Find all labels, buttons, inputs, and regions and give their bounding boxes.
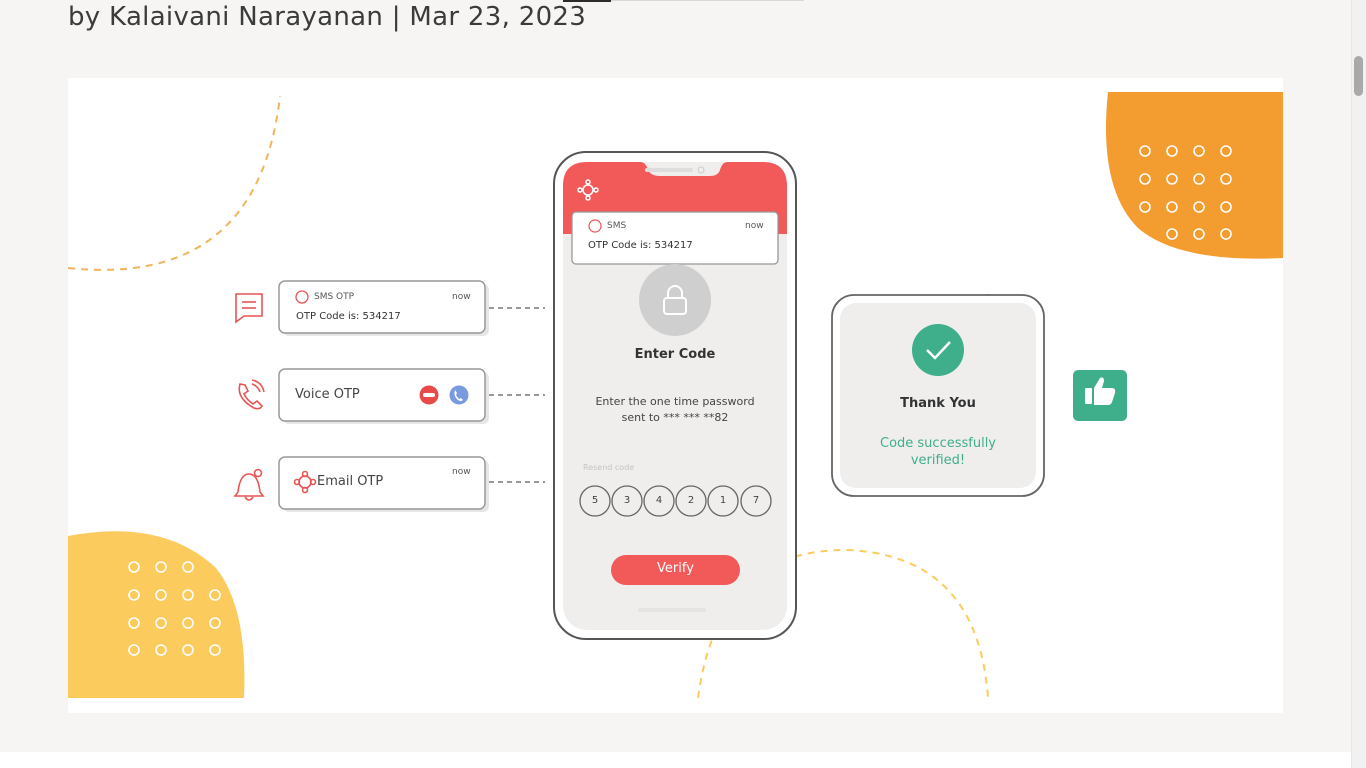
otp-illustration: [68, 92, 1283, 699]
otp-digit: 7: [752, 495, 760, 506]
progress-track: [611, 0, 804, 1]
scrollbar[interactable]: [1351, 0, 1366, 768]
post-date: Mar 23, 2023: [409, 2, 587, 32]
success-line-1: Code successfully: [880, 436, 996, 451]
otp-digit: 1: [719, 495, 727, 506]
phone-icon: [238, 379, 265, 410]
sms-card-message: OTP Code is: 534217: [296, 311, 401, 322]
otp-digit: 2: [687, 495, 695, 506]
byline-separator: |: [391, 2, 401, 32]
phone-notification-message: OTP Code is: 534217: [588, 240, 693, 251]
voice-card-label: Voice OTP: [295, 387, 360, 402]
email-card-time: now: [452, 467, 471, 477]
scrollbar-thumb[interactable]: [1354, 56, 1363, 96]
flower-logo-icon: [293, 470, 317, 494]
phone-instruction-2: sent to *** *** **82: [621, 411, 729, 424]
message-icon: [235, 293, 263, 324]
email-card-label: Email OTP: [317, 474, 384, 489]
otp-digit: 4: [655, 495, 663, 506]
author-link[interactable]: by Kalaivani Narayanan: [68, 2, 384, 32]
otp-digit: 3: [623, 495, 631, 506]
yellow-blob: [68, 531, 245, 698]
resend-code-link: Resend code: [583, 463, 635, 472]
phone-notification-app: SMS: [607, 221, 627, 231]
thumbs-up-icon: [1085, 377, 1116, 405]
featured-image: SMS OTP now OTP Code is: 534217 Voice OT…: [68, 78, 1283, 713]
success-title: Thank You: [900, 396, 976, 411]
success-line-2: verified!: [910, 453, 966, 468]
sms-card-app: SMS OTP: [314, 292, 355, 302]
bell-icon: [233, 468, 265, 501]
otp-digit: 5: [591, 495, 599, 506]
phone-title: Enter Code: [634, 347, 716, 362]
phone-instruction-1: Enter the one time password: [595, 395, 755, 408]
post-byline: by Kalaivani Narayanan | Mar 23, 2023: [68, 2, 586, 32]
content-divider: [0, 752, 1351, 768]
sms-card-time: now: [452, 292, 471, 302]
verify-button: Verify: [657, 561, 694, 576]
progress-indicator: [563, 0, 611, 2]
phone-notification-time: now: [745, 221, 764, 231]
orange-blob: [1106, 92, 1283, 259]
